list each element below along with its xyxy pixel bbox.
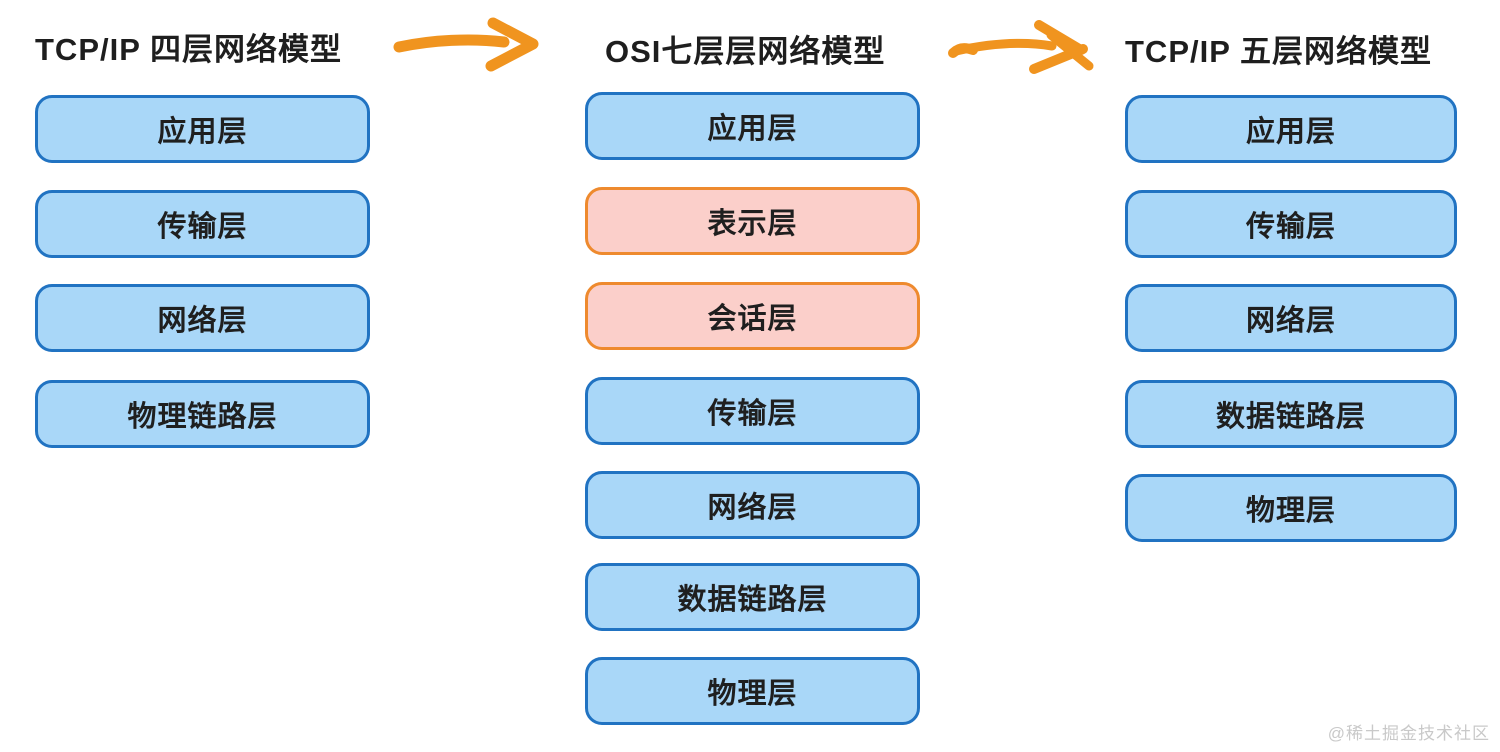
column-title: OSI七层层网络模型 — [605, 34, 886, 69]
layer-box: 应用层 — [585, 92, 920, 160]
layer-box: 数据链路层 — [585, 563, 920, 631]
layer-box: 物理层 — [585, 657, 920, 725]
layer-box: 应用层 — [35, 95, 370, 163]
layer-box: 物理层 — [1125, 474, 1457, 542]
watermark: @稀土掘金技术社区 — [1327, 724, 1490, 743]
layer-box: 传输层 — [1125, 190, 1457, 258]
layer-box: 物理链路层 — [35, 380, 370, 448]
right-arrow-icon — [393, 17, 539, 72]
layer-box: 网络层 — [585, 471, 920, 539]
right-arrow-icon — [948, 20, 1094, 74]
column-title: TCP/IP 五层网络模型 — [1125, 34, 1432, 69]
layer-box: 网络层 — [35, 284, 370, 352]
layer-box: 传输层 — [35, 190, 370, 258]
column-title: TCP/IP 四层网络模型 — [35, 32, 342, 67]
layer-box: 应用层 — [1125, 95, 1457, 163]
layer-box: 传输层 — [585, 377, 920, 445]
layer-box: 会话层 — [585, 282, 920, 350]
layer-box: 数据链路层 — [1125, 380, 1457, 448]
layer-box: 表示层 — [585, 187, 920, 255]
layer-box: 网络层 — [1125, 284, 1457, 352]
